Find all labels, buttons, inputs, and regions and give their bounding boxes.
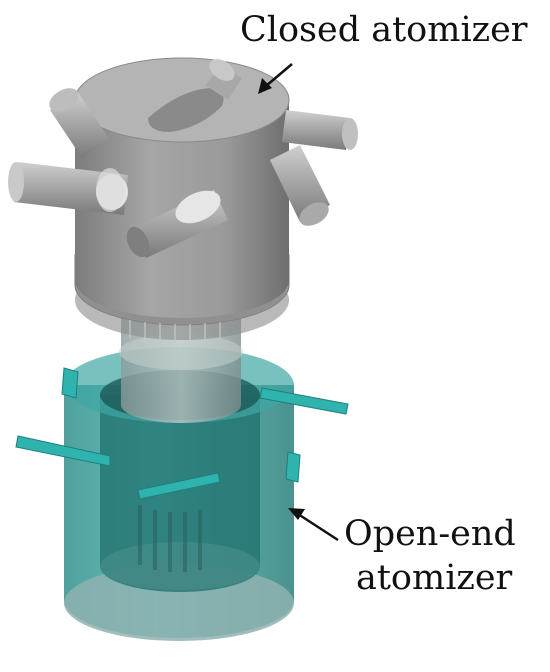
arrow-closed — [258, 63, 293, 94]
neck-rim — [119, 334, 243, 370]
closed-atomizer-label: Closed atomizer — [240, 10, 528, 50]
open-end-label-line2: atomizer — [356, 558, 513, 598]
inner-streaks — [138, 505, 202, 572]
closed-atomizer — [8, 57, 358, 342]
open-inner-bottom — [100, 542, 260, 590]
arrow-open-end — [288, 508, 339, 542]
open-nozzles — [15, 367, 349, 500]
top-slot — [148, 88, 224, 132]
label-arrows — [258, 63, 339, 542]
open-end-atomizer — [15, 300, 349, 641]
open-end-label-line1: Open-end — [344, 514, 516, 554]
closed-pipes — [8, 59, 358, 258]
skirt-grooves — [129, 320, 221, 342]
